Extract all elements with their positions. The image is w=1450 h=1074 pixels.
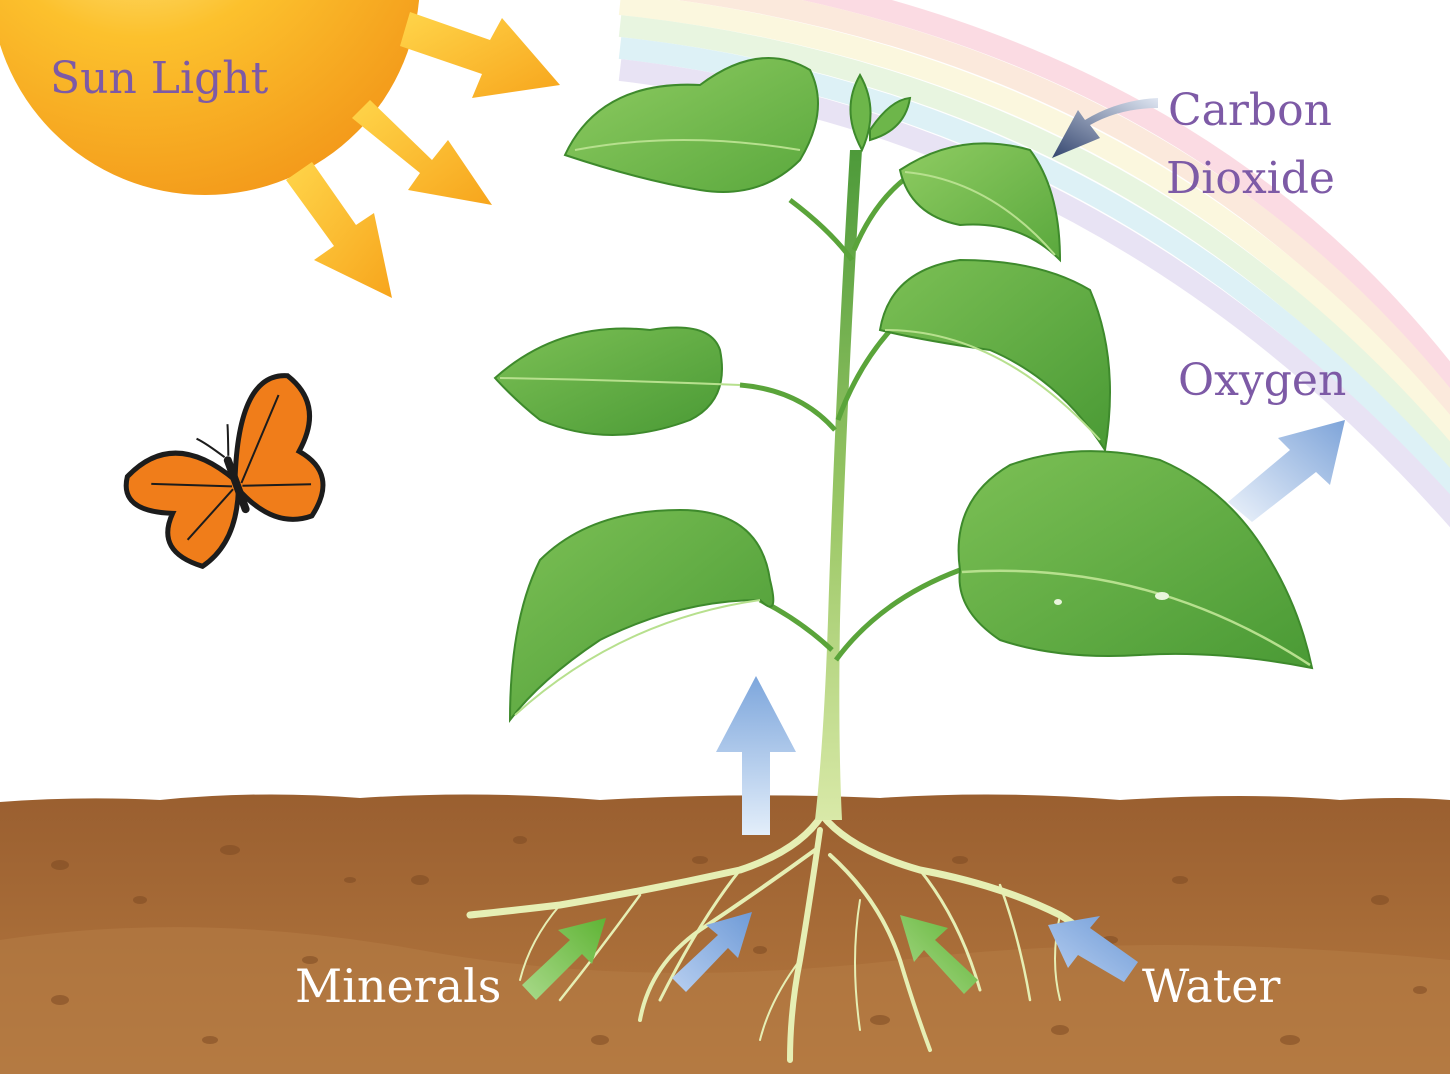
oxygen-arrow	[1228, 420, 1345, 522]
leaf-top-right	[900, 143, 1060, 260]
carbon-label: Carbon	[1168, 88, 1332, 134]
leaf-lower-left	[510, 510, 773, 720]
water-label: Water	[1142, 962, 1280, 1010]
butterfly-icon	[107, 369, 348, 582]
dioxide-label: Dioxide	[1166, 156, 1335, 202]
leaf-middle-right	[880, 260, 1110, 450]
oxygen-label: Oxygen	[1178, 358, 1346, 404]
sun-light-label: Sun Light	[50, 56, 268, 102]
minerals-label: Minerals	[295, 962, 501, 1010]
